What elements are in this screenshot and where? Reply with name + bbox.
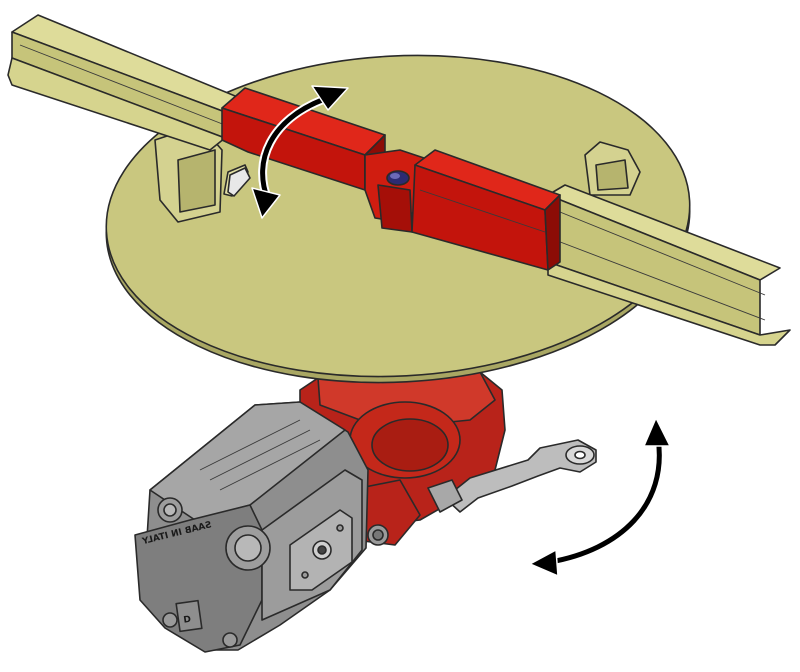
right-bracket (584, 141, 641, 196)
linkage-arm (427, 439, 597, 513)
logo-mark: D (183, 615, 192, 626)
rail-beam (7, 14, 791, 346)
hydraulic-motor: D SAAB IN ITALY (134, 401, 369, 653)
rotation-arrow-upper-icon (251, 85, 349, 219)
rotation-arrow-lower-icon (529, 417, 671, 577)
red-clamp (221, 87, 561, 271)
